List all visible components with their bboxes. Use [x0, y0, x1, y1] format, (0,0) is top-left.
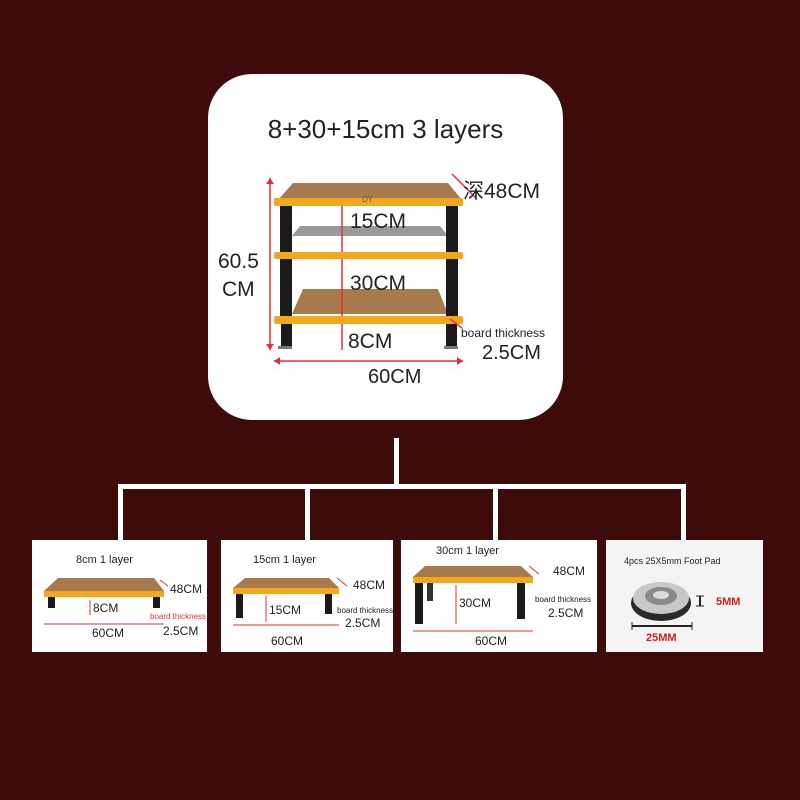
top-board-surface	[278, 183, 462, 200]
pillar-front-right-top	[446, 206, 458, 252]
pillar-front-left-mid	[280, 259, 292, 316]
mid-shelf-surface	[292, 226, 448, 236]
pillar-front-left-top	[280, 206, 292, 252]
option-title: 15cm 1 layer	[253, 554, 316, 566]
board-thickness-label: board thickness	[461, 326, 546, 340]
option-board-value: 2.5CM	[548, 606, 584, 620]
height-arrow-top	[266, 178, 274, 184]
tree-branch-1	[118, 484, 123, 540]
pillar-front-right-bottom	[446, 324, 457, 346]
mid-board-edge	[274, 252, 463, 259]
gap-bottom-label: 8CM	[348, 330, 393, 353]
foot-right	[444, 346, 458, 349]
option-board-value: 2.5CM	[163, 624, 199, 638]
option-title: 30cm 1 layer	[436, 545, 499, 557]
tree-trunk-line	[394, 438, 399, 486]
option-card-30cm: 30cm 1 layer 48CM 30CM board thickness 2…	[401, 540, 597, 652]
height-arrow-bottom	[266, 344, 274, 350]
option-width: 60CM	[475, 634, 508, 648]
option-card-15cm: 15cm 1 layer 48CM 15CM board thickness 2…	[221, 540, 393, 652]
option-width: 60CM	[271, 634, 304, 648]
tree-branch-2	[305, 484, 310, 540]
brand-mark: DY	[362, 195, 374, 204]
tree-horizontal-line	[118, 484, 686, 489]
main-rack-card: 8+30+15cm 3 layers	[208, 74, 563, 420]
gap-mid-label: 30CM	[350, 272, 407, 295]
board-thickness-value: 2.5CM	[482, 342, 541, 364]
option-card-foot-pad: 4pcs 25X5mm Foot Pad 5MM 25MM	[606, 540, 763, 652]
total-height-unit: CM	[222, 278, 255, 301]
option-card-8cm: 8cm 1 layer 48CM 8CM board thickness 2.5…	[32, 540, 207, 652]
option-title: 4pcs 25X5mm Foot Pad	[624, 556, 721, 566]
pillar-front-right-mid	[446, 259, 458, 316]
option-depth: 48CM	[553, 564, 586, 578]
total-height-value: 60.5	[218, 250, 259, 273]
option-board-value: 2.5CM	[345, 616, 381, 630]
top-board-edge	[274, 198, 463, 206]
tree-branch-4	[681, 484, 686, 540]
option-height: 15CM	[269, 603, 302, 617]
depth-measure-line	[451, 173, 477, 199]
width-label: 60CM	[368, 366, 422, 388]
option-title: 8cm 1 layer	[76, 554, 133, 566]
option-height: 30CM	[459, 596, 492, 610]
tree-branch-3	[493, 484, 498, 540]
option-width: 60CM	[92, 626, 125, 640]
option-board-label: board thickness	[150, 612, 207, 621]
option-board-label: board thickness	[535, 595, 592, 604]
bottom-board-edge	[274, 316, 463, 324]
pad-thickness: 5MM	[716, 596, 741, 608]
pad-diameter: 25MM	[646, 632, 677, 644]
option-depth: 48CM	[353, 578, 386, 592]
foot-left	[278, 346, 292, 349]
option-board-label: board thickness	[337, 606, 394, 615]
depth-label: 深48CM	[463, 180, 541, 203]
lower-shelf-surface	[292, 289, 448, 314]
gap-top-label: 15CM	[350, 210, 407, 233]
option-height: 8CM	[93, 601, 119, 615]
pillar-front-left-bottom	[281, 324, 292, 346]
main-title: 8+30+15cm 3 layers	[267, 114, 504, 144]
three-layer-rack-illustration: DY	[266, 173, 477, 365]
option-depth: 48CM	[170, 582, 203, 596]
